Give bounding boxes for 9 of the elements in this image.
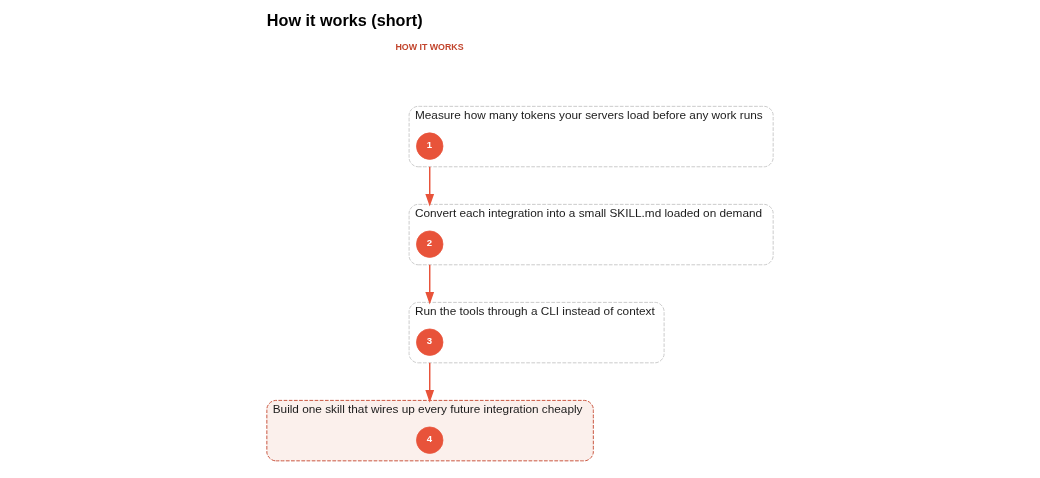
node-circle: 2 [416,230,444,258]
label: HOW IT WORKS [395,41,464,52]
arrow [425,264,435,305]
node-circle: 3 [416,328,444,356]
arrow [425,362,435,403]
diagram-title: How it works (short) [266,11,423,30]
node-circle: 4 [416,426,444,454]
node-circle: 1 [416,132,444,160]
arrow [425,166,435,207]
